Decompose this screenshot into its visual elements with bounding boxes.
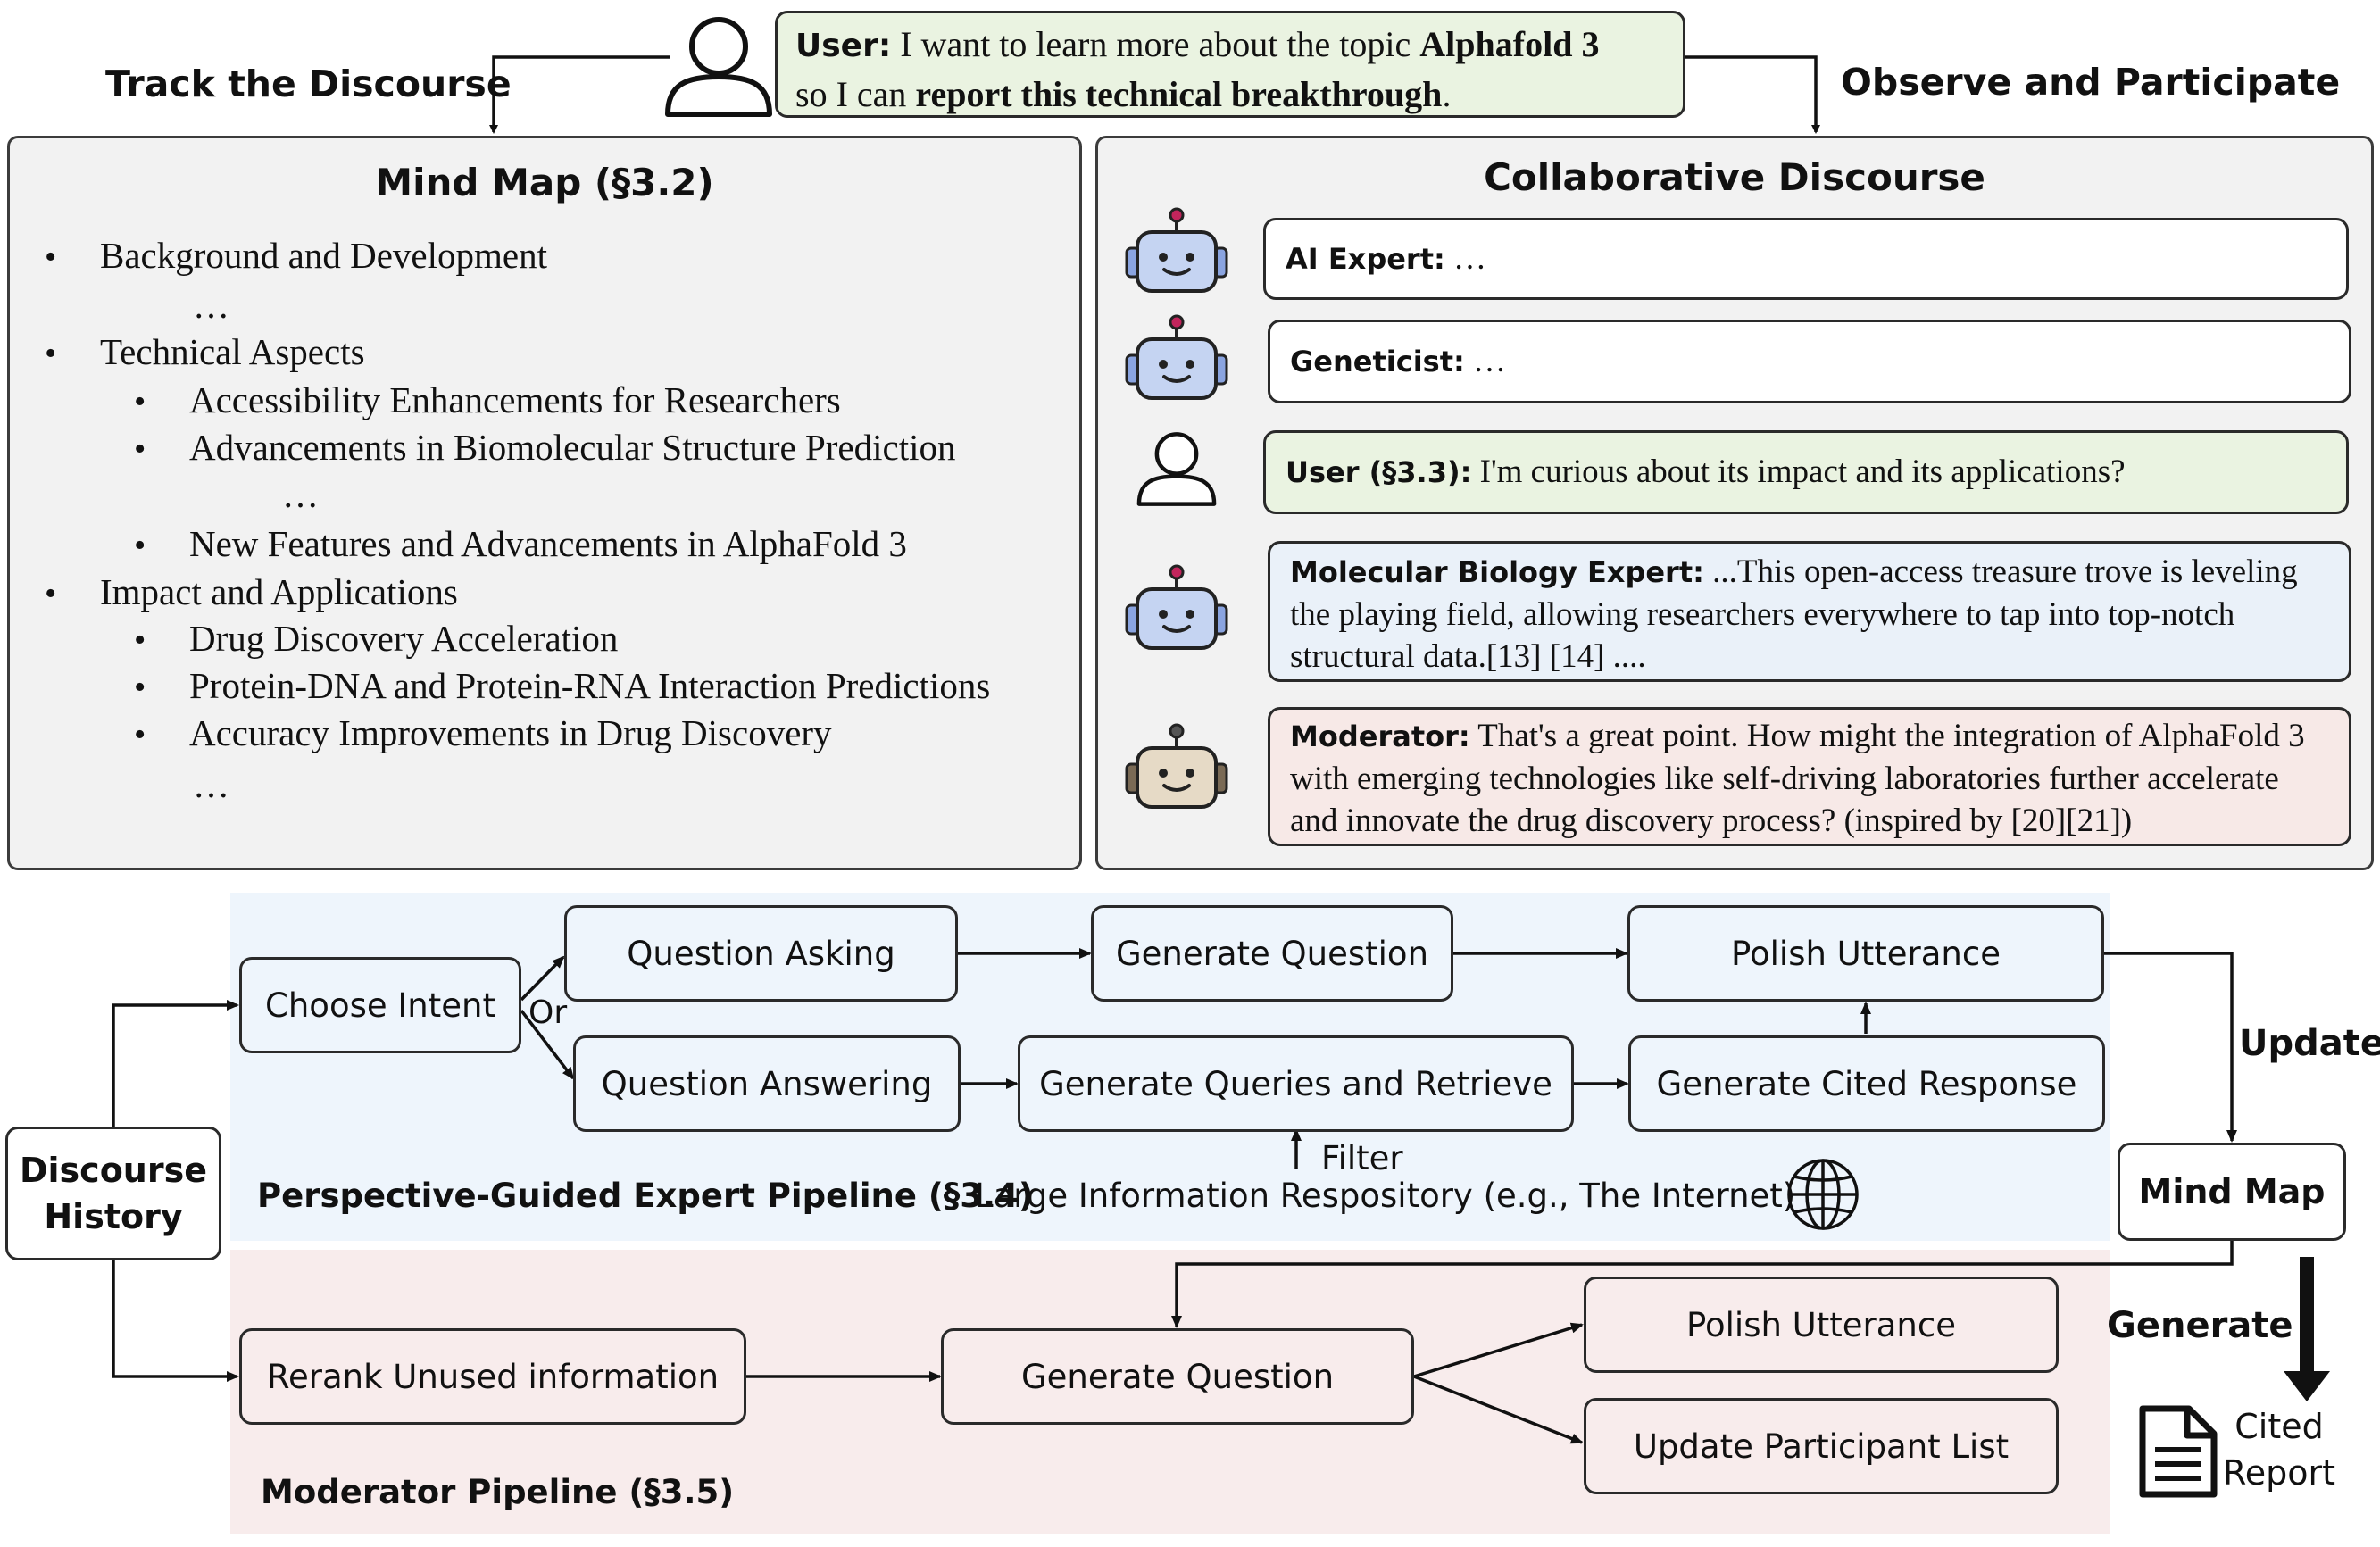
mind-map-subitem: Drug Discovery Acceleration	[189, 618, 619, 659]
moderator-pipeline-label: Moderator Pipeline (§3.5)	[261, 1473, 735, 1511]
node-label: Polish Utterance	[1686, 1305, 1956, 1344]
mind-map-item: Technical Aspects	[100, 331, 365, 372]
document-icon	[2139, 1405, 2218, 1498]
mind-map-subitem: Accuracy Improvements in Drug Discovery	[189, 712, 832, 753]
mind-map-title: Mind Map (§3.2)	[375, 161, 714, 204]
bullet: •	[134, 621, 146, 659]
mind-map-ellipsis: …	[193, 764, 229, 805]
discourse-turn-moderator: Moderator: That's a great point. How mig…	[1268, 707, 2351, 846]
speaker-label: Molecular Biology Expert:	[1290, 555, 1704, 589]
mind-map-subitem: Advancements in Biomolecular Structure P…	[189, 427, 956, 468]
robot-icon	[1125, 207, 1228, 293]
node-label: Discourse History	[19, 1151, 207, 1236]
mind-map-panel	[7, 136, 1082, 870]
discourse-title: Collaborative Discourse	[1484, 155, 1985, 199]
node-label: Update Participant List	[1633, 1426, 2010, 1466]
moderator-polish-utterance-node: Polish Utterance	[1584, 1277, 2059, 1373]
discourse-history-node: Discourse History	[5, 1127, 221, 1260]
rerank-node: Rerank Unused information	[239, 1328, 746, 1425]
discourse-turn-user: User (§3.3): I'm curious about its impac…	[1263, 430, 2349, 514]
user-query-bubble: User: I want to learn more about the top…	[775, 11, 1685, 118]
discourse-turn-ai-expert: AI Expert: …	[1263, 218, 2349, 300]
node-label: Question Asking	[627, 934, 895, 973]
mind-map-subitem: Accessibility Enhancements for Researche…	[189, 379, 841, 420]
turn-text: I'm curious about its impact and its app…	[1471, 453, 2126, 490]
moderator-generate-question-node: Generate Question	[941, 1328, 1414, 1425]
user-query-text-2: so I can	[795, 74, 916, 114]
node-label: Rerank Unused information	[266, 1357, 720, 1396]
speaker-label: AI Expert:	[1286, 242, 1445, 276]
speaker-label: Geneticist:	[1290, 345, 1465, 378]
user-query-topic: Alphafold 3	[1419, 24, 1600, 64]
user-query-goal: report this technical breakthrough	[915, 74, 1443, 114]
mind-map-item: Impact and Applications	[100, 571, 458, 612]
globe-icon	[1787, 1159, 1859, 1230]
turn-text: ...This open-access treasure trove is le…	[1290, 553, 2298, 675]
mind-map-node: Mind Map	[2118, 1143, 2346, 1241]
choose-intent-node: Choose Intent	[239, 957, 521, 1053]
question-asking-node: Question Asking	[564, 905, 958, 1002]
turn-text: That's a great point. How might the inte…	[1290, 718, 2305, 839]
polish-utterance-node: Polish Utterance	[1627, 905, 2104, 1002]
bullet: •	[134, 527, 146, 564]
discourse-turn-geneticist: Geneticist: …	[1268, 320, 2351, 403]
mind-map-ellipsis: …	[282, 474, 319, 515]
generate-cited-response-node: Generate Cited Response	[1628, 1035, 2105, 1132]
repository-label: Large Information Respository (e.g., The…	[975, 1177, 1796, 1215]
expert-pipeline-label: Perspective-Guided Expert Pipeline (§3.4…	[257, 1177, 1034, 1215]
node-label: Generate Question	[1020, 1357, 1335, 1396]
node-label: Choose Intent	[265, 986, 495, 1025]
observe-participate-label: Observe and Participate	[1841, 61, 2341, 104]
mind-map-subitem: New Features and Advancements in AlphaFo…	[189, 523, 907, 564]
bullet: •	[45, 575, 57, 612]
speaker-label: Moderator:	[1290, 719, 1470, 753]
bullet: •	[134, 716, 146, 753]
update-label: Update	[2239, 1023, 2380, 1064]
generate-queries-node: Generate Queries and Retrieve	[1018, 1035, 1574, 1132]
user-query-text-3: .	[1442, 74, 1452, 114]
turn-text: …	[1464, 343, 1507, 379]
filter-label: Filter	[1321, 1139, 1403, 1177]
cited-report-label: Cited Report	[2223, 1407, 2335, 1493]
speaker-label: User (§3.3):	[1286, 455, 1472, 489]
bullet: •	[45, 238, 57, 276]
mind-map-ellipsis: …	[193, 285, 229, 326]
or-label: Or	[528, 994, 568, 1031]
user-query-prefix: User:	[795, 28, 892, 64]
user-icon	[1136, 432, 1217, 506]
question-answering-node: Question Answering	[573, 1035, 961, 1132]
user-icon	[665, 17, 772, 117]
bullet: •	[134, 383, 146, 420]
node-label: Generate Question	[1115, 934, 1429, 973]
robot-icon	[1125, 564, 1228, 650]
track-discourse-label: Track the Discourse	[105, 62, 512, 105]
node-label: Generate Cited Response	[1656, 1064, 2077, 1103]
node-label: Question Answering	[601, 1064, 933, 1103]
generate-label: Generate	[2107, 1305, 2293, 1346]
node-label: Mind Map	[2138, 1172, 2326, 1211]
bullet: •	[134, 669, 146, 706]
user-query-text-1: I want to learn more about the topic	[891, 24, 1420, 64]
mind-map-subitem: Protein-DNA and Protein-RNA Interaction …	[189, 665, 991, 706]
node-label: Polish Utterance	[1731, 934, 2001, 973]
top-connectors	[489, 55, 1820, 134]
mind-map-item: Background and Development	[100, 235, 547, 276]
generate-question-node: Generate Question	[1091, 905, 1453, 1002]
robot-icon	[1125, 314, 1228, 400]
moderator-robot-icon	[1125, 723, 1228, 809]
update-participant-list-node: Update Participant List	[1584, 1398, 2059, 1494]
bullet: •	[45, 335, 57, 372]
bullet: •	[134, 430, 146, 468]
turn-text: …	[1444, 240, 1487, 277]
node-label: Generate Queries and Retrieve	[1039, 1064, 1552, 1103]
discourse-turn-molecular-biology-expert: Molecular Biology Expert: ...This open-a…	[1268, 541, 2351, 682]
